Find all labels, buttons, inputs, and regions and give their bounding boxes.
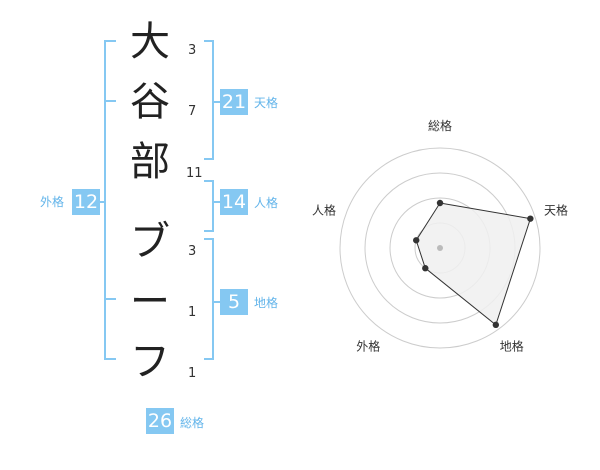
jinkaku-label: 人格	[254, 196, 279, 210]
jinkaku-value: 14	[220, 189, 248, 215]
radar-axis-label-2: 天格	[544, 202, 568, 217]
stroke-count-4: 3	[188, 244, 197, 259]
soukaku-value: 26	[146, 408, 174, 434]
radar-axis-label-4: 外格	[356, 339, 380, 354]
radar-ring-4	[339, 147, 541, 349]
chikaku-value: 5	[220, 289, 248, 315]
name-char-1: 大	[130, 19, 170, 65]
radar-point-1	[436, 199, 444, 207]
radar-center-dot	[437, 245, 443, 251]
stroke-count-6: 1	[188, 366, 197, 381]
radar-polygon	[415, 202, 532, 326]
radar-point-5	[413, 237, 420, 244]
name-char-2: 谷	[130, 79, 170, 125]
tenkaku-label: 天格	[254, 96, 279, 110]
radar-point-2	[527, 215, 534, 222]
radar-axis-label-1: 総格	[428, 118, 452, 133]
stroke-count-3: 11	[186, 166, 203, 181]
soukaku-label: 総格	[180, 416, 205, 430]
tenkaku-value: 21	[220, 89, 248, 115]
stroke-count-1: 3	[188, 43, 197, 58]
gaikaku-label: 外格	[40, 195, 65, 209]
chikaku-label: 地格	[254, 296, 279, 310]
name-char-6: フ	[130, 339, 170, 385]
stroke-count-2: 7	[188, 104, 197, 119]
name-char-3: 部	[130, 139, 170, 185]
radar-point-4	[422, 265, 429, 272]
name-char-5: ー	[130, 279, 170, 325]
radar-points	[413, 199, 534, 329]
radar-axis-label-3: 地格	[500, 339, 524, 354]
stroke-count-5: 1	[188, 305, 197, 320]
gaikaku-value: 12	[72, 189, 100, 215]
radar-point-3	[492, 321, 500, 329]
name-char-4: ブ	[130, 219, 170, 265]
radar-axis-label-5: 人格	[312, 202, 336, 217]
